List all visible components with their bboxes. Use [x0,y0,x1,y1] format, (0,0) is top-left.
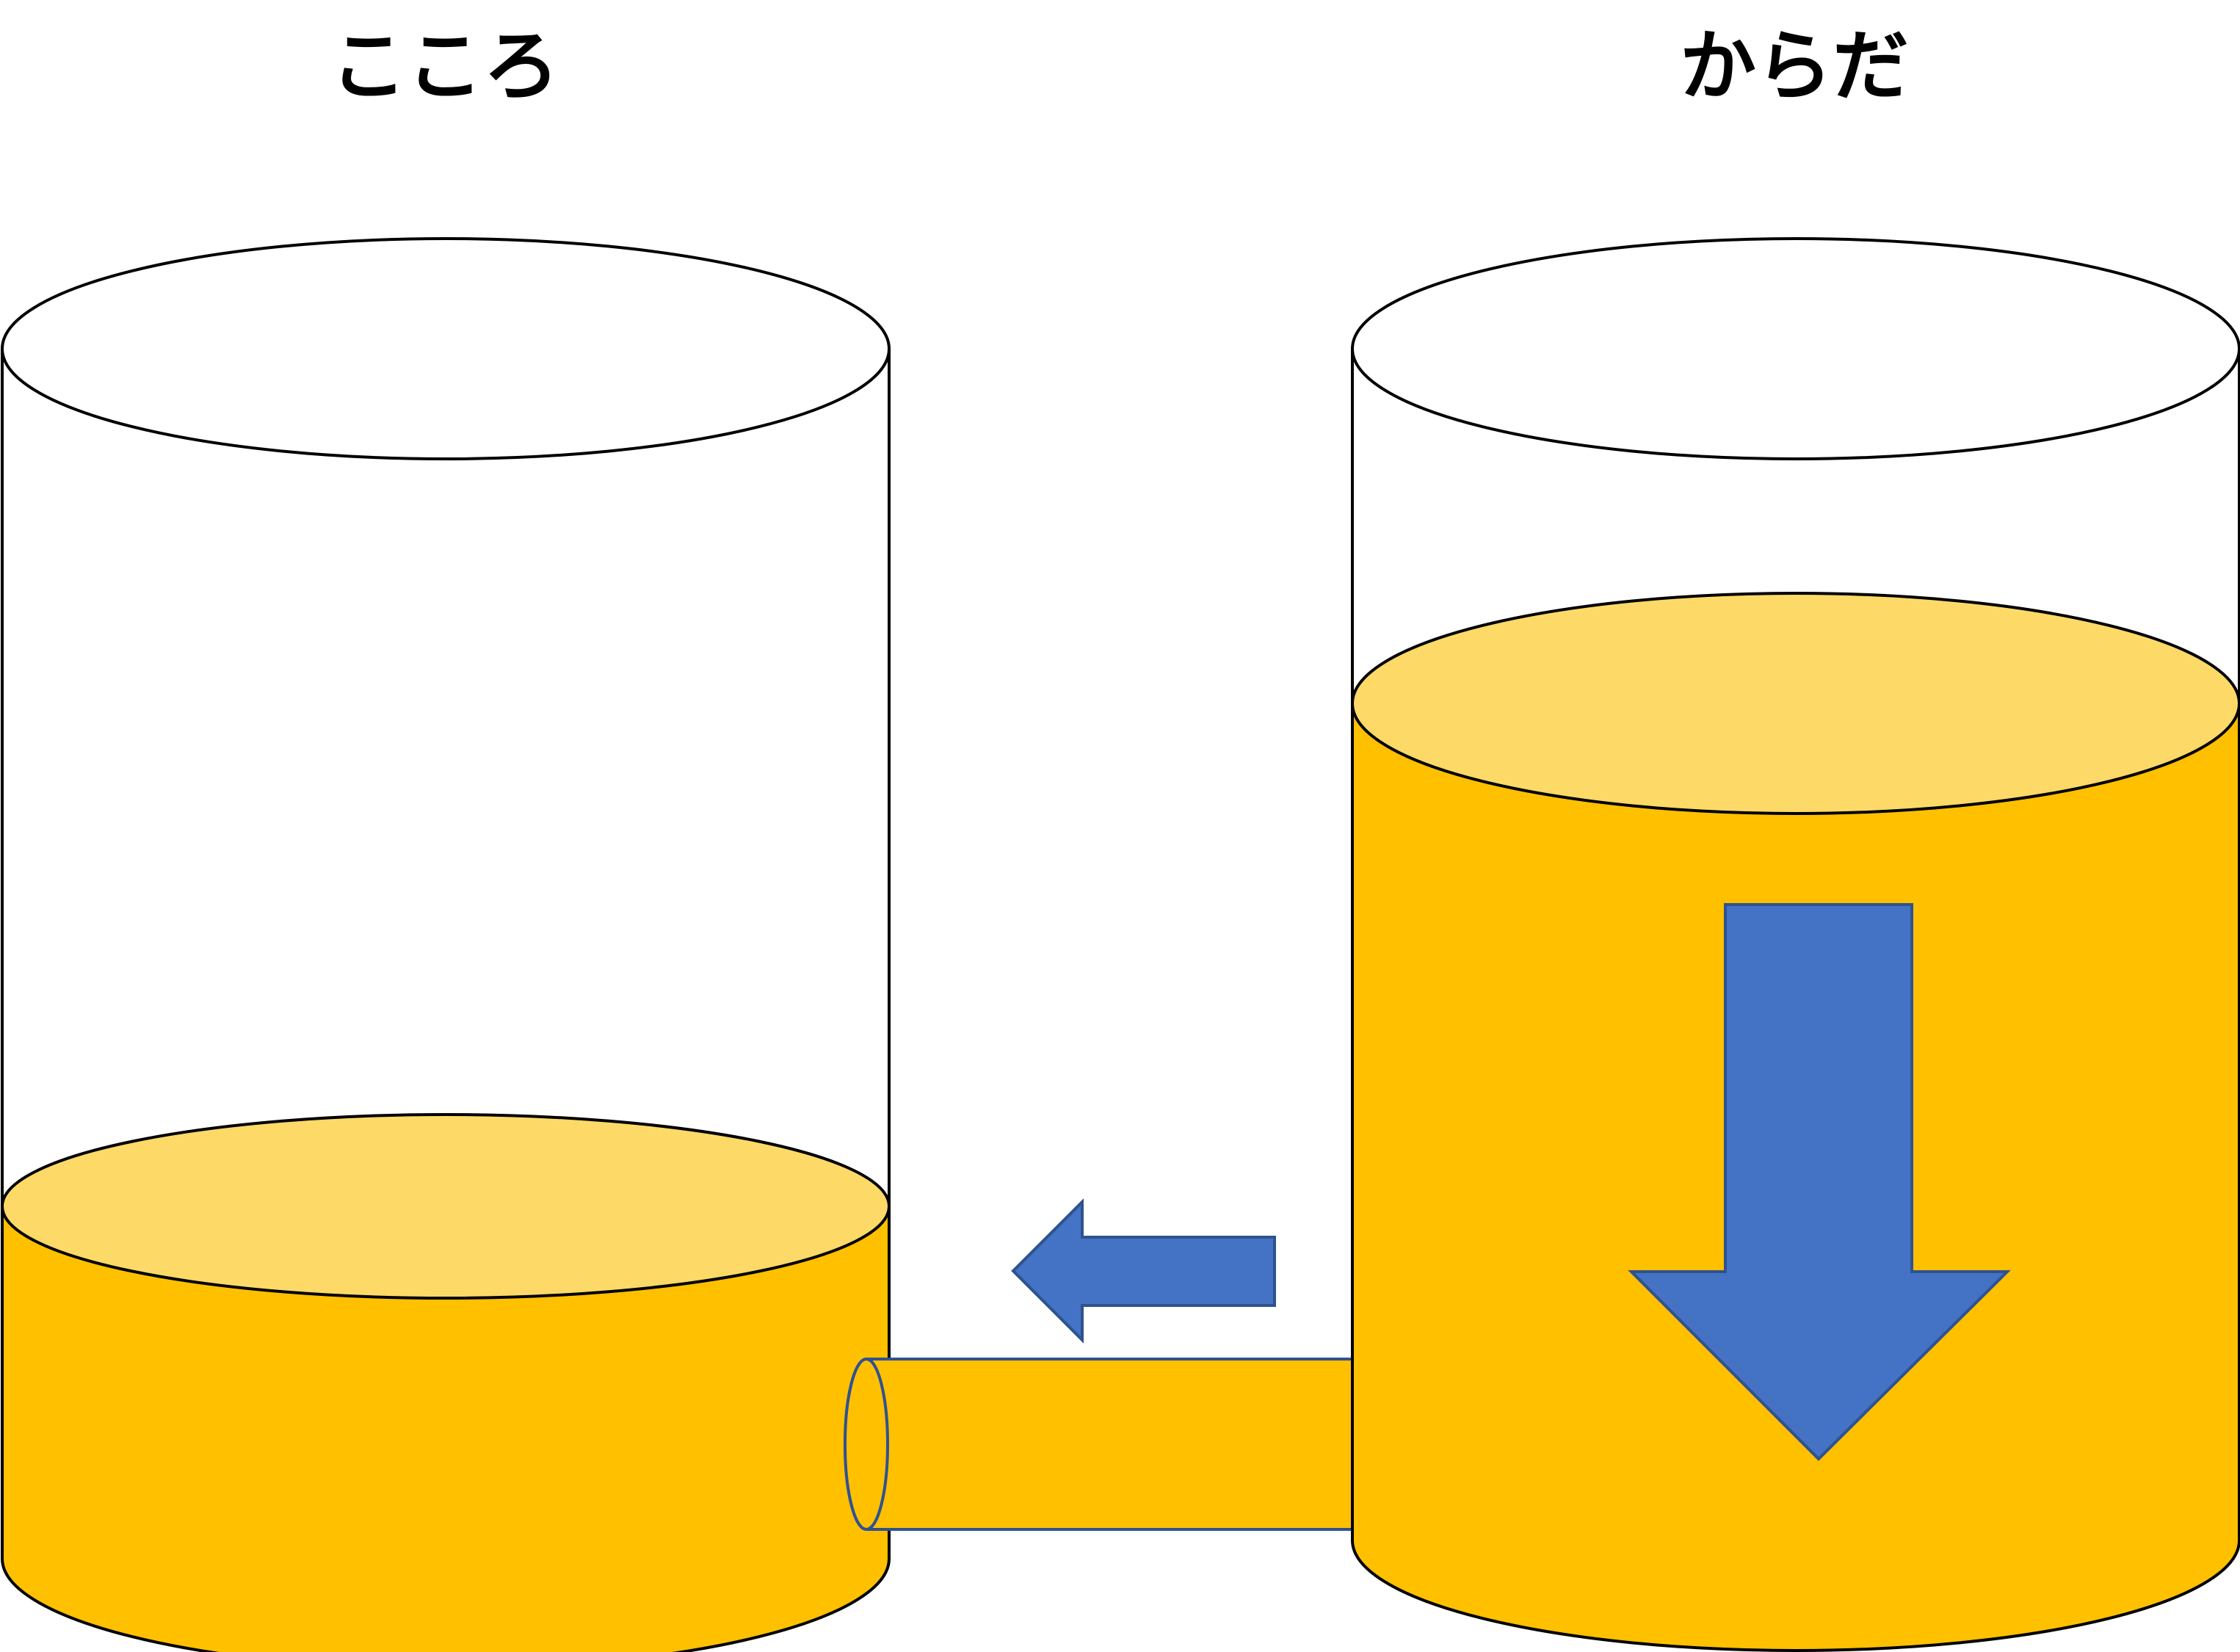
left-container-liquid [0,1206,891,1652]
left-arrow-icon [1011,1198,1276,1344]
right-container-label: からだ [1679,21,1909,111]
left-container [0,237,891,1652]
left-container-liquid-surface [1,1113,891,1300]
left-container-label: こころ [330,21,559,111]
down-arrow-icon [1628,903,2011,1461]
left-container-top-rim [1,237,891,460]
right-container-top-rim [1351,237,2240,460]
right-container-liquid-surface [1351,592,2240,815]
pipe-body [844,1358,1354,1531]
pipe-opening [844,1358,889,1531]
connecting-pipe [844,1358,1354,1531]
